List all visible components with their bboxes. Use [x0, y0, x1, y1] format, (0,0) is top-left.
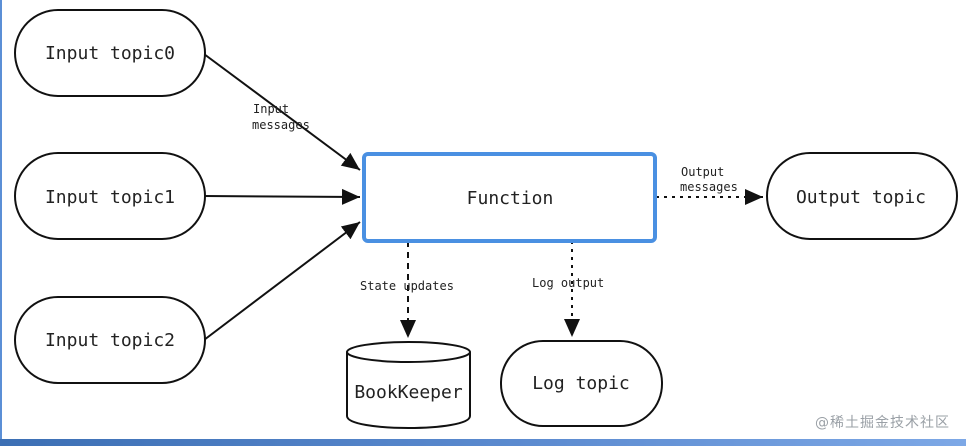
arrow-input1-to-function	[203, 188, 361, 205]
input-topic0-node: Input topic0	[14, 9, 206, 97]
bookkeeper-cylinder-body	[346, 352, 471, 429]
bookkeeper-cylinder-top	[346, 341, 471, 363]
bookkeeper-label: BookKeeper	[354, 382, 463, 403]
log-topic-node: Log topic	[500, 340, 663, 427]
log-topic-label: Log topic	[532, 373, 630, 394]
arrow-input0-to-function	[203, 53, 361, 171]
output-topic-label: Output topic	[796, 187, 926, 208]
watermark-text: @稀土掘金技术社区	[815, 415, 950, 431]
output-messages-label-line1: Output	[681, 165, 724, 179]
input-topic0-box	[14, 9, 206, 97]
input-messages-label-line2: messages	[252, 118, 310, 132]
output-messages-label-line2: messages	[680, 180, 738, 194]
function-node: Function	[362, 152, 657, 243]
input-topic1-node: Input topic1	[14, 152, 206, 240]
bottom-border-strip	[0, 439, 966, 446]
input-topic1-label: Input topic1	[45, 187, 175, 208]
log-topic-box	[500, 340, 663, 427]
arrow-input2-to-function	[203, 221, 361, 341]
input-topic0-label: Input topic0	[45, 43, 175, 64]
log-output-label: Log output	[532, 276, 604, 290]
input-topic1-box	[14, 152, 206, 240]
bookkeeper-node: BookKeeper	[346, 341, 471, 429]
state-updates-label: State updates	[360, 279, 454, 293]
left-border-strip	[0, 0, 2, 446]
input-messages-label-line1: Input	[253, 102, 289, 116]
output-topic-node: Output topic	[766, 152, 958, 240]
output-topic-box	[766, 152, 958, 240]
input-topic2-box	[14, 296, 206, 384]
input-topic2-node: Input topic2	[14, 296, 206, 384]
function-box	[362, 152, 657, 243]
function-label: Function	[467, 188, 554, 209]
input-topic2-label: Input topic2	[45, 330, 175, 351]
